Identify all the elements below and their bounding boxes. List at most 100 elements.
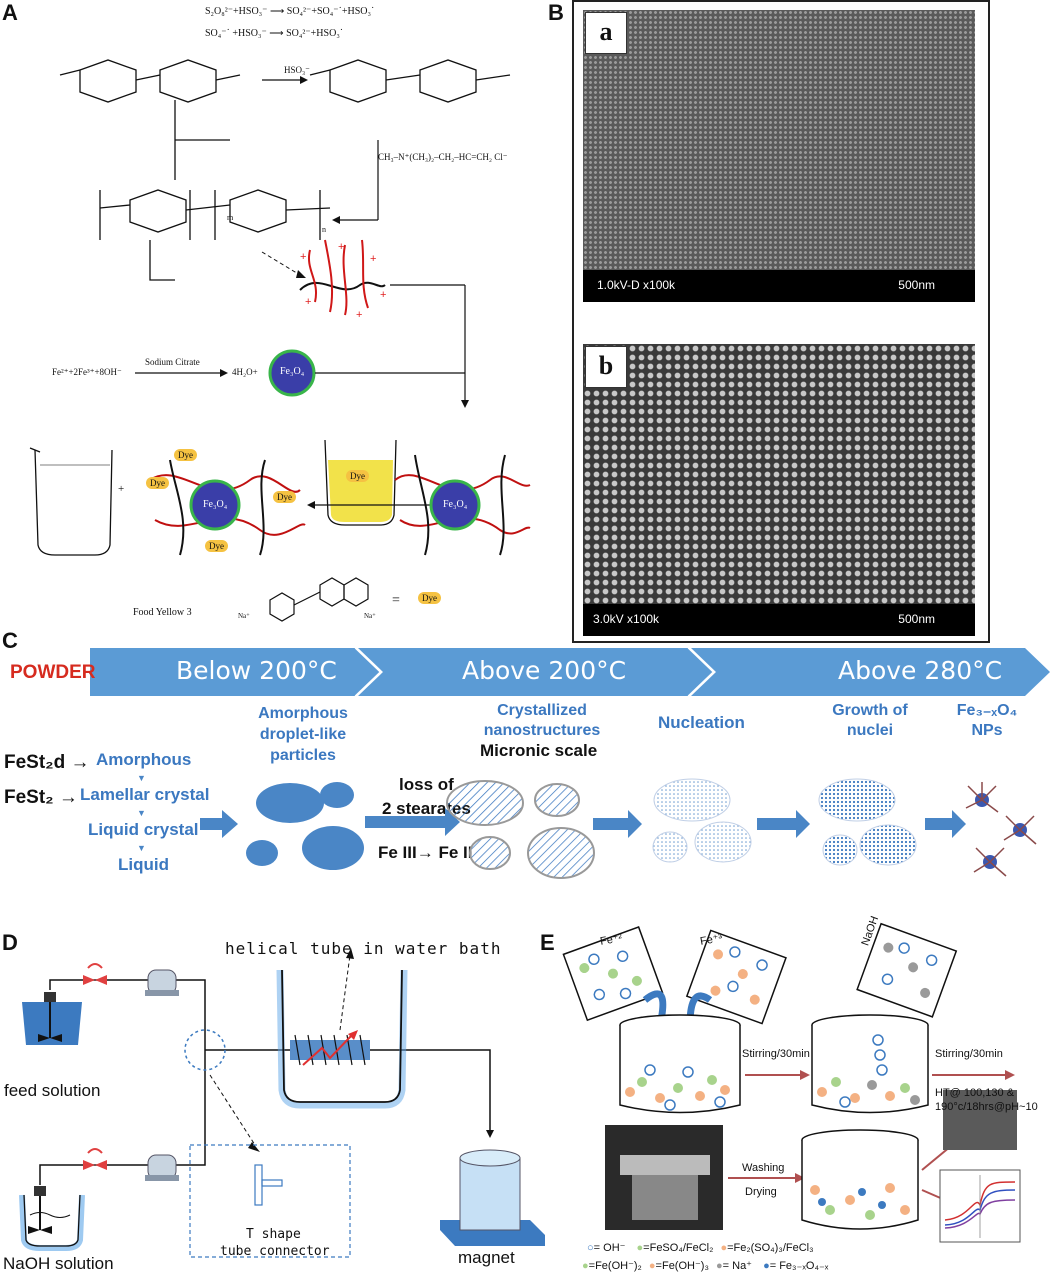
svg-text:+: + bbox=[370, 253, 376, 265]
panel-e-letter: E bbox=[540, 930, 555, 955]
subscript-m: m bbox=[227, 213, 234, 222]
phase-liquid: Liquid bbox=[118, 855, 169, 874]
pump-bottom-icon bbox=[145, 1154, 179, 1181]
micronic-scale-label: Micronic scale bbox=[480, 741, 598, 760]
chitosan-structure-left bbox=[59, 59, 241, 103]
panel-a-letter: A bbox=[2, 0, 18, 25]
food-yellow-label: Food Yellow 3 bbox=[133, 607, 192, 618]
panel-c-process-graphics bbox=[200, 778, 1037, 879]
fe3o4-label-3: Fe₃O₄ bbox=[443, 499, 468, 510]
empty-beaker-icon bbox=[29, 447, 113, 556]
food-yellow-3-molecule bbox=[269, 577, 369, 622]
panel-e-synthesis bbox=[562, 922, 1021, 1243]
equation-1: S₂O₈²⁻+HSO₃⁻ ⟶ SO₄²⁻+SO₄⁻˙+HSO₃˙ bbox=[205, 6, 375, 17]
feed-tank-icon bbox=[22, 992, 82, 1045]
fest2-label: FeSt₂ → bbox=[4, 787, 78, 808]
panel-a-scheme: + + + + + + bbox=[29, 59, 531, 622]
sodium-citrate-label: Sodium Citrate bbox=[145, 357, 200, 367]
equation-2: SO₄⁻˙ +HSO₃⁻ ⟶ SO₄²⁻+HSO₃˙ bbox=[205, 28, 344, 39]
plus-sign: + bbox=[118, 483, 125, 495]
helical-tube-label: helical tube in water bath bbox=[225, 939, 502, 958]
sem-a-scale: 500nm bbox=[898, 278, 935, 292]
fe3-beaker-icon bbox=[685, 929, 787, 1025]
sem-image-a: 1.0kV-D x100k 500nm a bbox=[583, 10, 975, 302]
reagent-hso3: HSO₃⁻ bbox=[284, 65, 310, 75]
fest2d-label: FeSt₂d → bbox=[4, 752, 90, 773]
fe3o4-label-1: Fe₃O₄ bbox=[280, 366, 305, 377]
valve-top-icon bbox=[83, 963, 107, 985]
equals-sign: = bbox=[392, 593, 400, 608]
panel-c-letter: C bbox=[2, 628, 18, 653]
sem-a-info: 1.0kV-D x100k bbox=[597, 278, 676, 292]
reaction-beaker-2 bbox=[811, 1014, 929, 1114]
down-arrow-2: ▼ bbox=[137, 808, 146, 818]
temperature-chevron-bar bbox=[90, 648, 1050, 696]
naoh-beaker-icon bbox=[856, 922, 958, 1018]
sem-frame bbox=[572, 0, 990, 643]
np-with-ligands-3 bbox=[973, 847, 1007, 877]
sem-a-info-bar: 1.0kV-D x100k 500nm bbox=[583, 270, 975, 302]
stirring-label-2: Stirring/30min bbox=[935, 1048, 1003, 1060]
stirring-label-1: Stirring/30min bbox=[742, 1048, 810, 1060]
svg-text:+: + bbox=[300, 251, 306, 263]
dye-badge-4: Dye bbox=[205, 540, 228, 552]
pump-top-icon bbox=[145, 969, 179, 996]
magnet-icon bbox=[440, 1149, 545, 1246]
phase-amorphous: Amorphous bbox=[96, 750, 192, 769]
fe3o4-label-2: Fe₃O₄ bbox=[203, 499, 228, 510]
stage-below-200: Below 200°C bbox=[176, 656, 337, 685]
washing-label: Washing bbox=[742, 1162, 785, 1174]
sem-b-info: 3.0kV x100k bbox=[593, 612, 660, 626]
naoh-solution-label: NaOH solution bbox=[3, 1254, 114, 1273]
magnet-label: magnet bbox=[458, 1248, 515, 1267]
sem-image-b: 3.0kV x100k 500nm b bbox=[583, 344, 975, 636]
powder-label: POWDER bbox=[10, 662, 96, 683]
reagent-quaternary: CH₃–N⁺(CH₃)₂–CH₂–HC=CH₂ Cl⁻ bbox=[378, 152, 508, 162]
dye-loaded-complex-left bbox=[149, 459, 306, 556]
phase-lamellar: Lamellar crystal bbox=[80, 785, 210, 804]
panel-d-flow-setup bbox=[19, 948, 545, 1258]
svg-text:+: + bbox=[305, 296, 311, 308]
naoh-tank-icon bbox=[19, 1186, 85, 1251]
svg-text:+: + bbox=[356, 309, 362, 321]
legend-row-1: ○= OH⁻ ●=FeSO₄/FeCl₂ ●=Fe₂(SO₄)₃/FeCl₃ bbox=[587, 1242, 814, 1254]
stage-above-200: Above 200°C bbox=[462, 656, 627, 685]
chitosan-structure-right bbox=[309, 59, 511, 103]
sem-a-tag: a bbox=[585, 12, 627, 54]
fe2-beaker-icon bbox=[562, 926, 664, 1022]
sem-b-scale: 500nm bbox=[898, 612, 935, 626]
feed-solution-label: feed solution bbox=[4, 1081, 101, 1100]
sem-thumbnail bbox=[943, 1090, 1017, 1150]
fe-equation-left: Fe²⁺+2Fe³⁺+8OH⁻ bbox=[52, 367, 122, 377]
down-arrow-3: ▼ bbox=[137, 843, 146, 853]
phase-liquid-crystal: Liquid crystal bbox=[88, 820, 199, 839]
dye-badge-3: Dye bbox=[273, 491, 296, 503]
dye-badge-1: Dye bbox=[174, 449, 197, 461]
magnetization-graph-thumbnail bbox=[939, 1169, 1021, 1243]
panel-d-letter: D bbox=[2, 930, 18, 955]
drying-label: Drying bbox=[745, 1186, 777, 1198]
subscript-n: n bbox=[322, 225, 326, 234]
ht-condition-label: HT@ 100,130 &190°c/18hrs@pH~10 bbox=[935, 1087, 1038, 1113]
polymer-coated-fe3o4-right bbox=[394, 454, 531, 556]
dye-solution-beaker-icon bbox=[324, 439, 397, 526]
fe3o4-sphere-1 bbox=[268, 349, 316, 397]
sem-b-tag: b bbox=[585, 346, 627, 388]
dye-badge-legend: Dye bbox=[418, 592, 441, 604]
svg-text:+: + bbox=[338, 241, 344, 253]
stage-above-280: Above 280°C bbox=[838, 656, 1003, 685]
na-right: Na⁺ bbox=[364, 612, 376, 620]
sem-b-info-bar: 3.0kV x100k 500nm bbox=[583, 604, 975, 636]
valve-bottom-icon bbox=[83, 1148, 107, 1170]
na-left: Na⁺ bbox=[238, 612, 250, 620]
nucleation-label: Nucleation bbox=[658, 713, 745, 732]
down-arrow-1: ▼ bbox=[137, 773, 146, 783]
svg-text:+: + bbox=[380, 289, 386, 301]
reaction-beaker-1 bbox=[619, 1014, 741, 1114]
product-beaker bbox=[801, 1129, 919, 1230]
